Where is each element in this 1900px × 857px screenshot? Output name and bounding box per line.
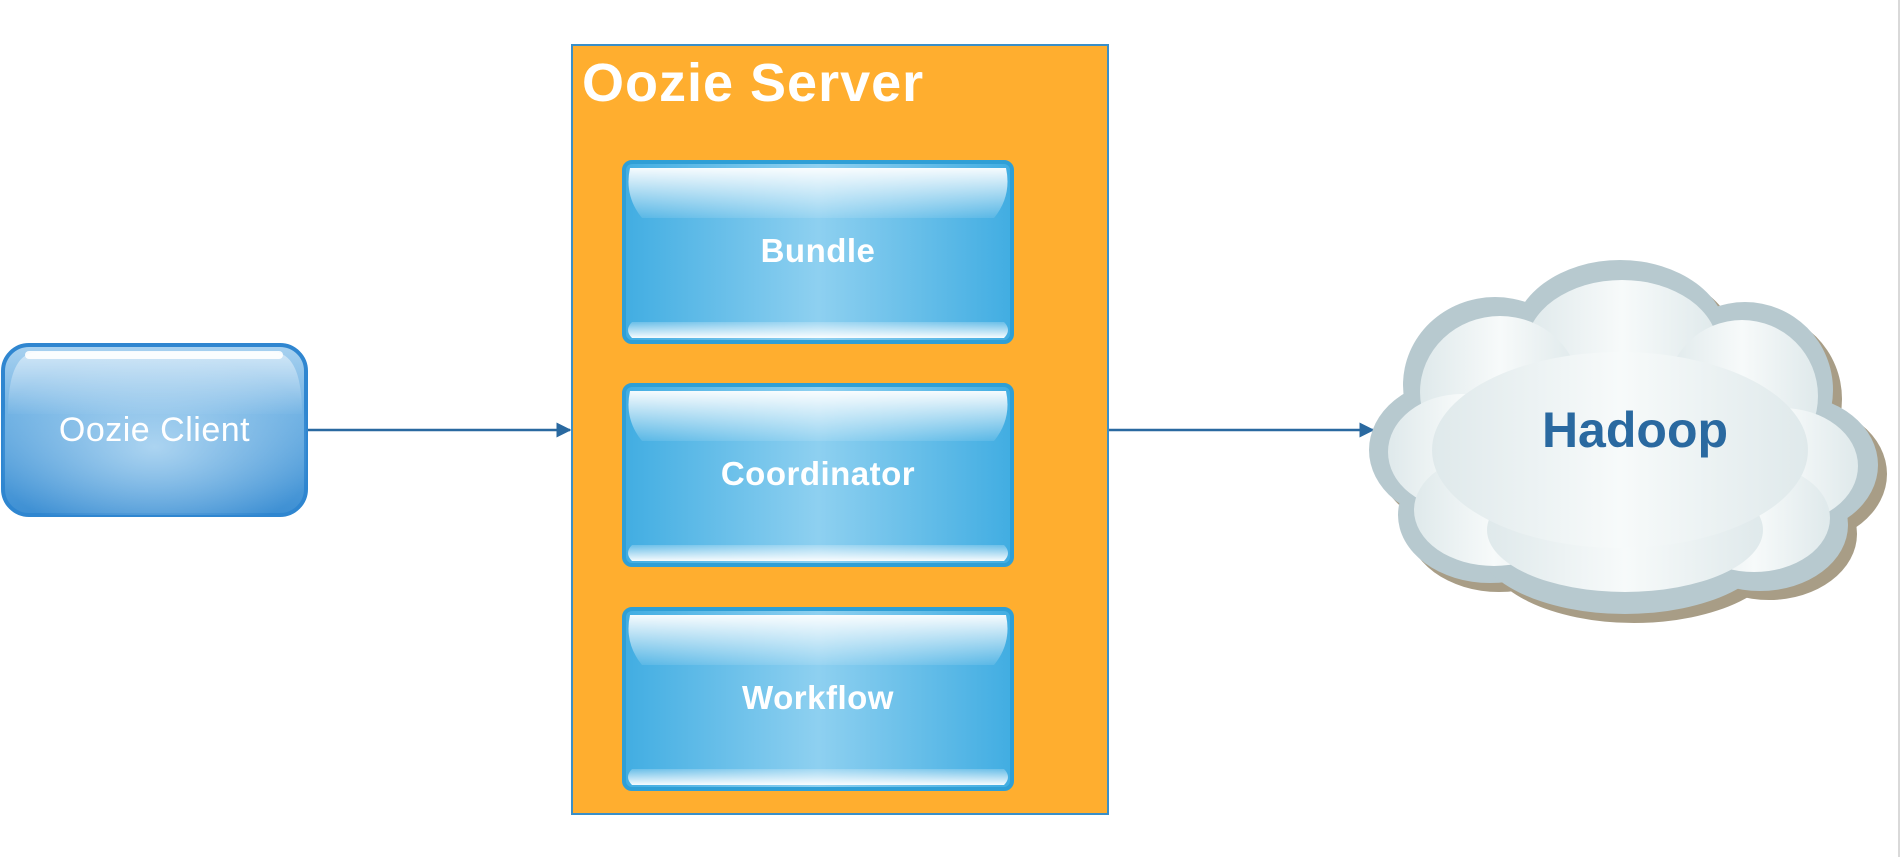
bundle-label: Bundle (760, 232, 876, 269)
oozie-server-title: Oozie Server (582, 53, 925, 113)
workflow-module (622, 607, 1014, 791)
canvas-edge-divider (1898, 0, 1900, 857)
oozie-client-label: Oozie Client (58, 410, 251, 449)
hadoop-label: Hadoop (1541, 402, 1729, 458)
oozie-client-node (1, 343, 308, 517)
coordinator-module (622, 383, 1014, 567)
bundle-module (622, 160, 1014, 344)
coordinator-label: Coordinator (720, 455, 916, 492)
hadoop-cloud (1369, 260, 1887, 623)
workflow-label: Workflow (742, 679, 894, 716)
